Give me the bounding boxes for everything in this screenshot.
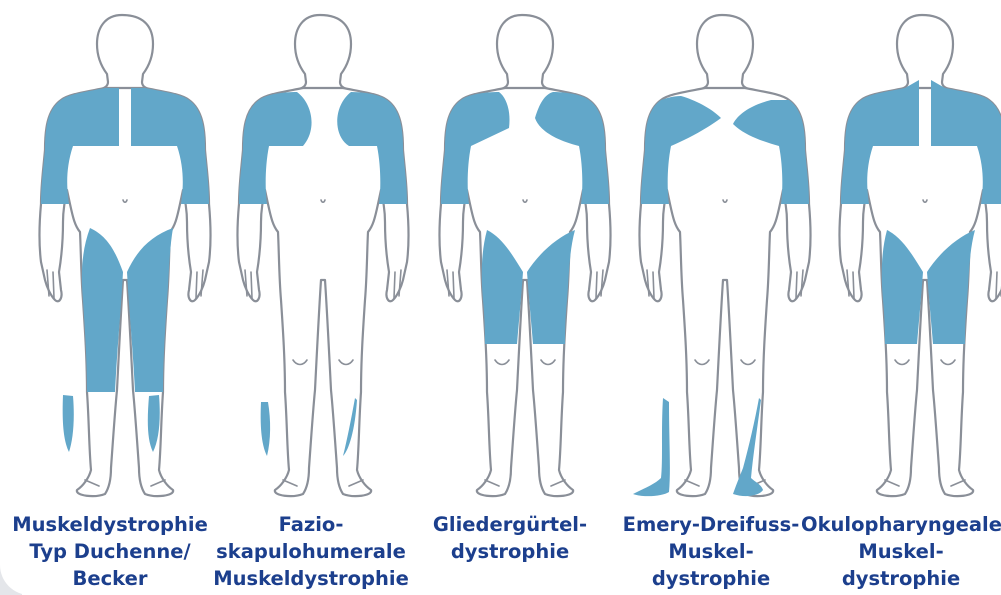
label-fsh: Fazio- skapulohumerale Muskeldystrophie: [211, 511, 411, 592]
figure-oculopharyngeal: [840, 15, 1001, 496]
label-limb-girdle: Gliedergürtel- dystrophie: [410, 511, 610, 565]
label-emery-dreifuss: Emery-Dreifuss- Muskel- dystrophie: [611, 511, 811, 592]
label-duchenne: Muskeldystrophie Typ Duchenne/ Becker: [10, 511, 210, 592]
label-oculopharyngeal: Okulopharyngeale Muskel- dystrophie: [801, 511, 1001, 592]
figure-emery-dreifuss: [633, 15, 811, 496]
figure-duchenne: [40, 15, 211, 496]
figure-limb-girdle: [440, 15, 611, 496]
figure-fsh: [238, 15, 409, 496]
